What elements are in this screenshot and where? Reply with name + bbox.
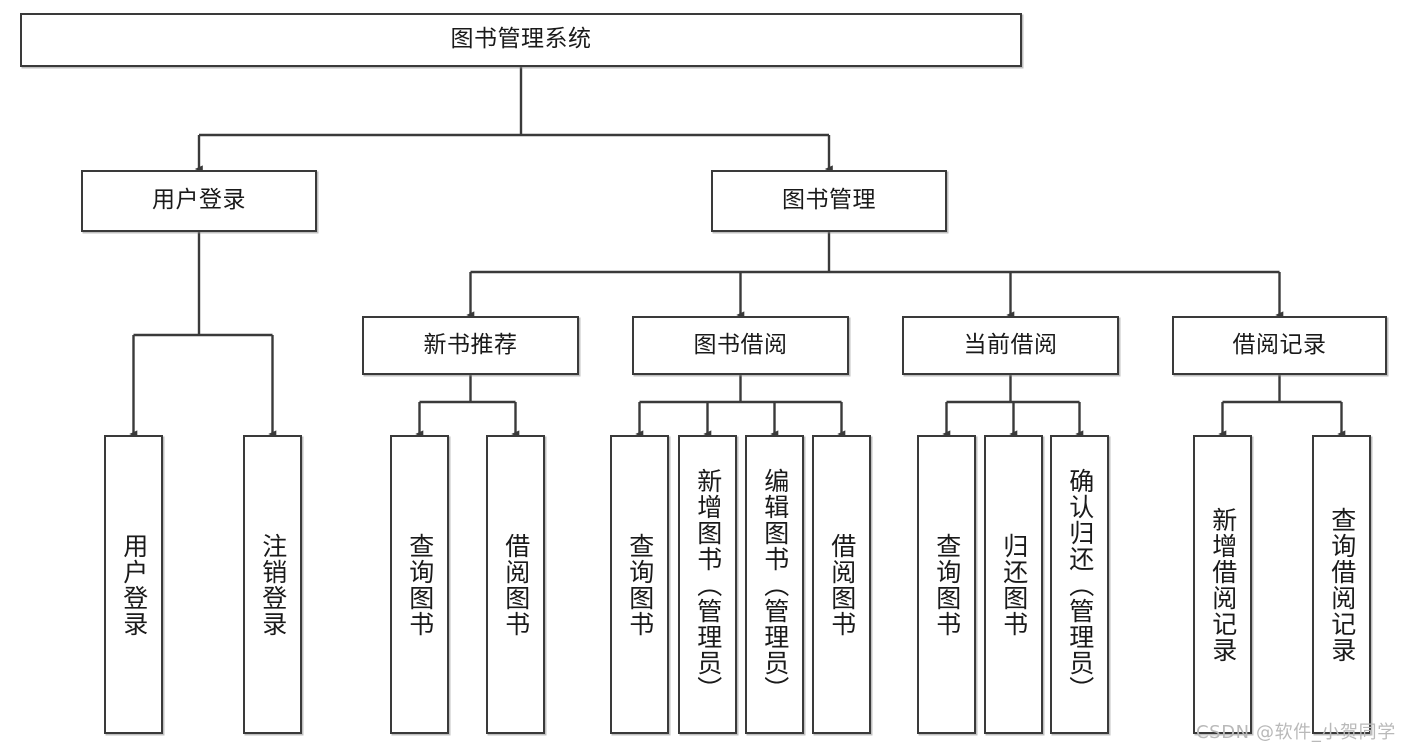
node-leaf-cb-return-book-label: 归还图书	[999, 532, 1029, 637]
node-book-borrow[interactable]: 图书借阅	[632, 316, 849, 375]
node-leaf-bb-edit-book-label: 编辑图书（管理员）	[760, 467, 790, 702]
node-leaf-user-logout-label: 注销登录	[258, 532, 288, 637]
node-leaf-rec-borrow-book[interactable]: 借阅图书	[486, 435, 545, 734]
node-leaf-bb-borrow-book-label: 借阅图书	[827, 532, 857, 637]
node-leaf-rec-borrow-book-label: 借阅图书	[501, 532, 531, 637]
node-leaf-cb-confirm-return[interactable]: 确认归还（管理员）	[1050, 435, 1109, 734]
node-leaf-bb-add-book-label: 新增图书（管理员）	[693, 467, 723, 702]
node-new-book-recommend[interactable]: 新书推荐	[362, 316, 579, 375]
node-leaf-cb-query-book-label: 查询图书	[932, 532, 962, 637]
node-leaf-br-add-record-label: 新增借阅记录	[1208, 506, 1238, 663]
node-new-book-recommend-label: 新书推荐	[423, 331, 518, 358]
node-book-manage[interactable]: 图书管理	[711, 170, 947, 232]
node-book-manage-label: 图书管理	[782, 187, 876, 214]
node-user-login-label: 用户登录	[152, 187, 246, 214]
node-leaf-user-login-label: 用户登录	[119, 532, 149, 637]
node-borrow-record-label: 借阅记录	[1232, 331, 1327, 358]
node-root-label: 图书管理系统	[450, 26, 592, 53]
node-user-login[interactable]: 用户登录	[81, 170, 317, 232]
node-leaf-user-login[interactable]: 用户登录	[104, 435, 163, 734]
node-root[interactable]: 图书管理系统	[20, 13, 1022, 67]
node-leaf-bb-edit-book[interactable]: 编辑图书（管理员）	[745, 435, 804, 734]
node-leaf-cb-return-book[interactable]: 归还图书	[984, 435, 1043, 734]
node-leaf-rec-query-book[interactable]: 查询图书	[390, 435, 449, 734]
node-book-borrow-label: 图书借阅	[693, 331, 788, 358]
node-leaf-br-query-record-label: 查询借阅记录	[1327, 506, 1357, 663]
node-leaf-br-add-record[interactable]: 新增借阅记录	[1193, 435, 1252, 734]
node-leaf-rec-query-book-label: 查询图书	[405, 532, 435, 637]
node-leaf-bb-borrow-book[interactable]: 借阅图书	[812, 435, 871, 734]
node-leaf-bb-query-book-label: 查询图书	[625, 532, 655, 637]
node-leaf-cb-confirm-return-label: 确认归还（管理员）	[1065, 467, 1095, 702]
node-leaf-br-query-record[interactable]: 查询借阅记录	[1312, 435, 1371, 734]
node-leaf-bb-add-book[interactable]: 新增图书（管理员）	[678, 435, 737, 734]
node-leaf-user-logout[interactable]: 注销登录	[243, 435, 302, 734]
node-borrow-record[interactable]: 借阅记录	[1172, 316, 1387, 375]
node-leaf-cb-query-book[interactable]: 查询图书	[917, 435, 976, 734]
node-current-borrow[interactable]: 当前借阅	[902, 316, 1119, 375]
node-leaf-bb-query-book[interactable]: 查询图书	[610, 435, 669, 734]
node-current-borrow-label: 当前借阅	[963, 331, 1058, 358]
